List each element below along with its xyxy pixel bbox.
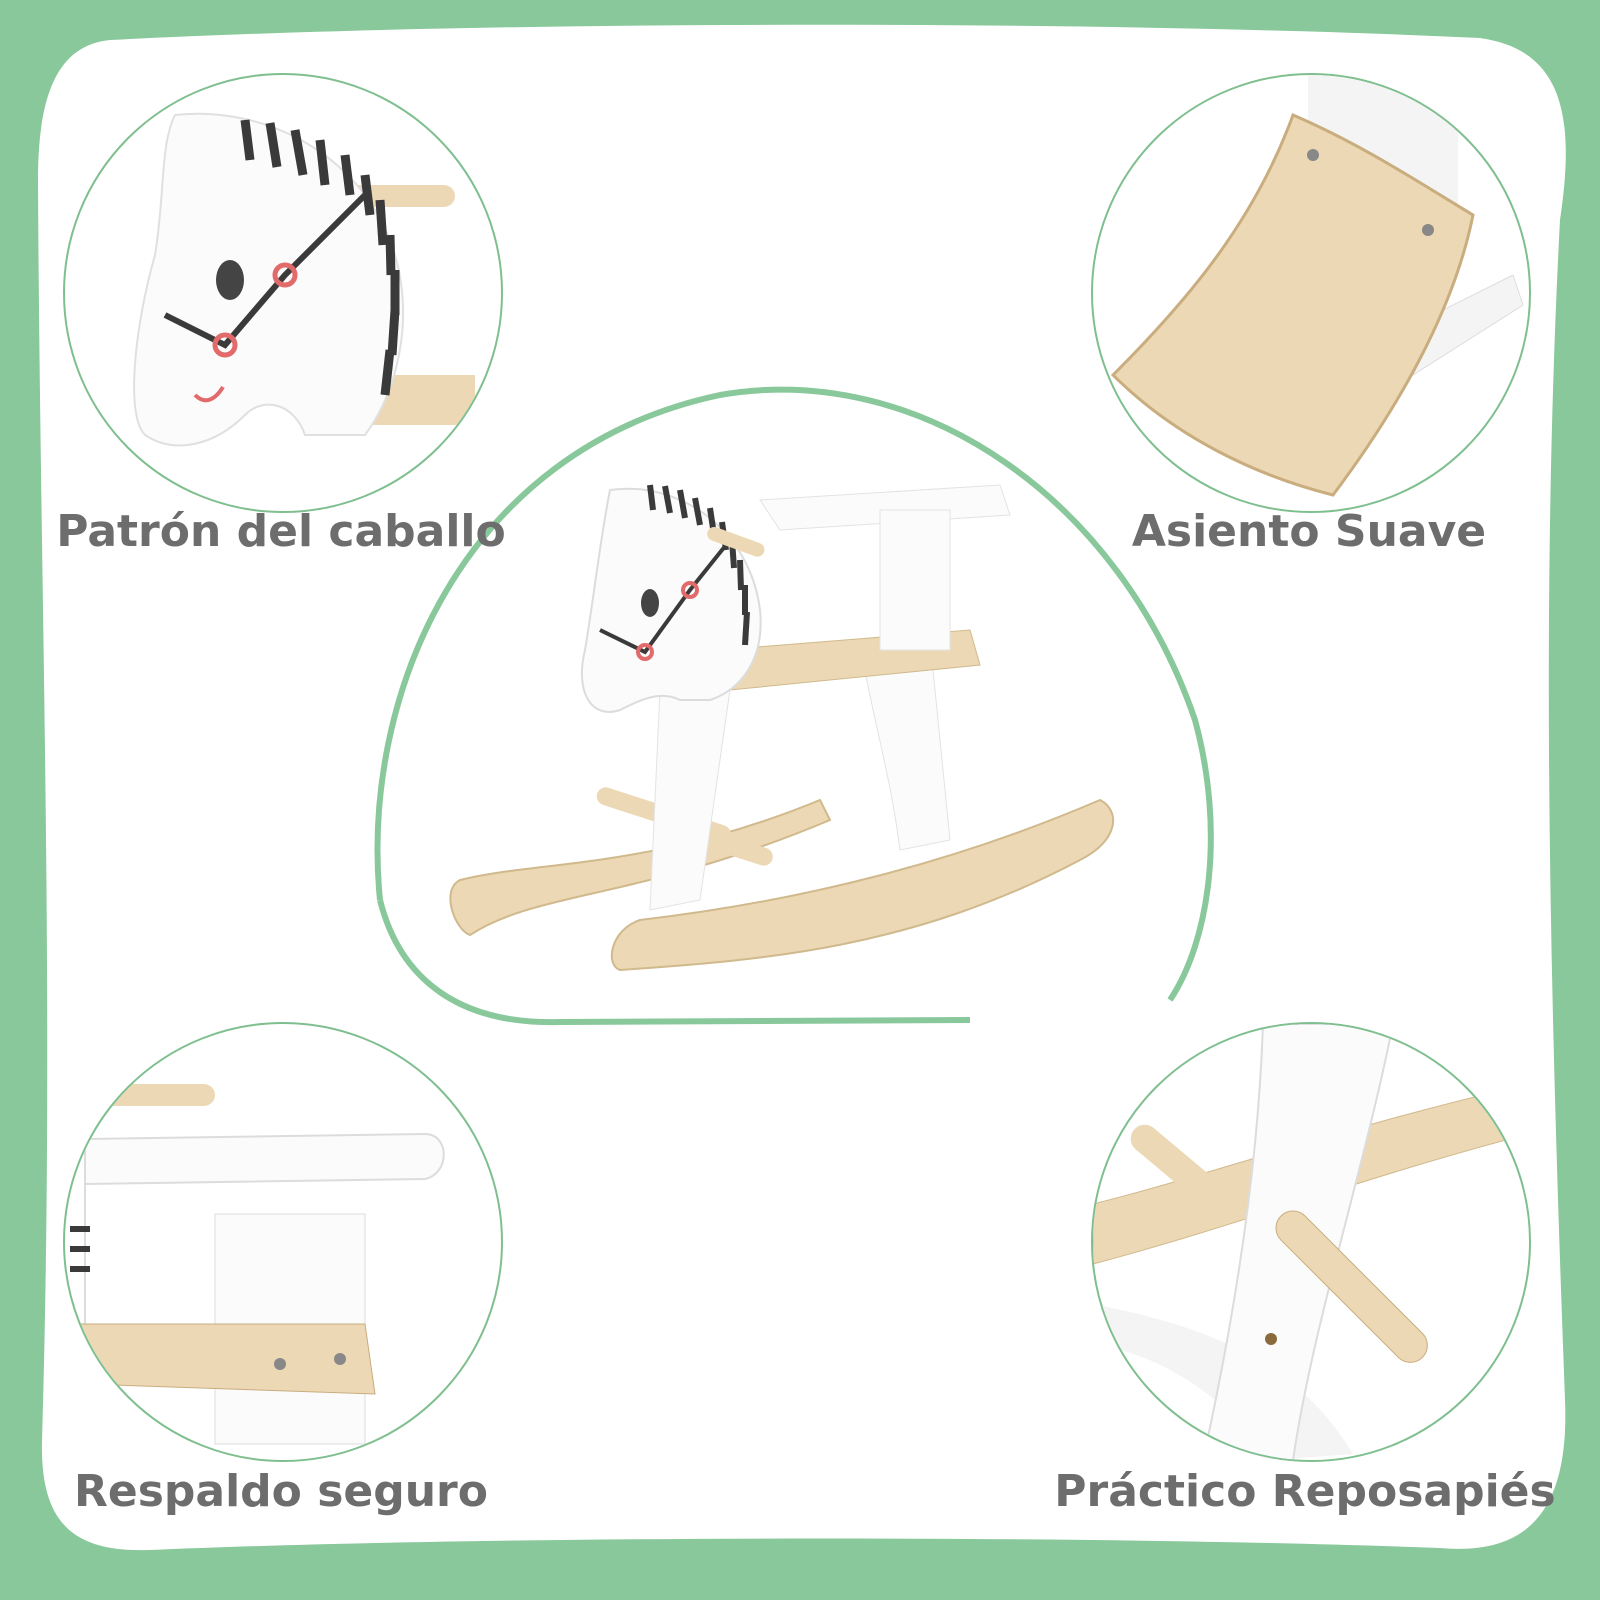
horse-head [580,487,762,713]
caption-footrest: Práctico Reposapiés [1054,1466,1556,1517]
backrest-frame-icon [70,1084,445,1445]
rocking-horse-illustration [449,484,1115,972]
zebra-pattern-circle [63,73,503,513]
safe-backrest-circle [63,1022,503,1462]
caption-safe-backrest: Respaldo seguro [73,1466,488,1517]
center-arch [374,386,1214,1026]
curved-seat-icon [1110,75,1524,497]
footrest-circle [1091,1022,1531,1462]
front-leg [649,689,731,911]
caption-zebra-pattern: Patrón del caballo [56,506,506,557]
right-rocker [610,798,1115,972]
zebra-head-icon [133,112,475,447]
caption-soft-seat: Asiento Suave [1131,506,1487,557]
footrest-peg-icon [1093,1024,1529,1460]
soft-seat-circle [1091,73,1531,513]
